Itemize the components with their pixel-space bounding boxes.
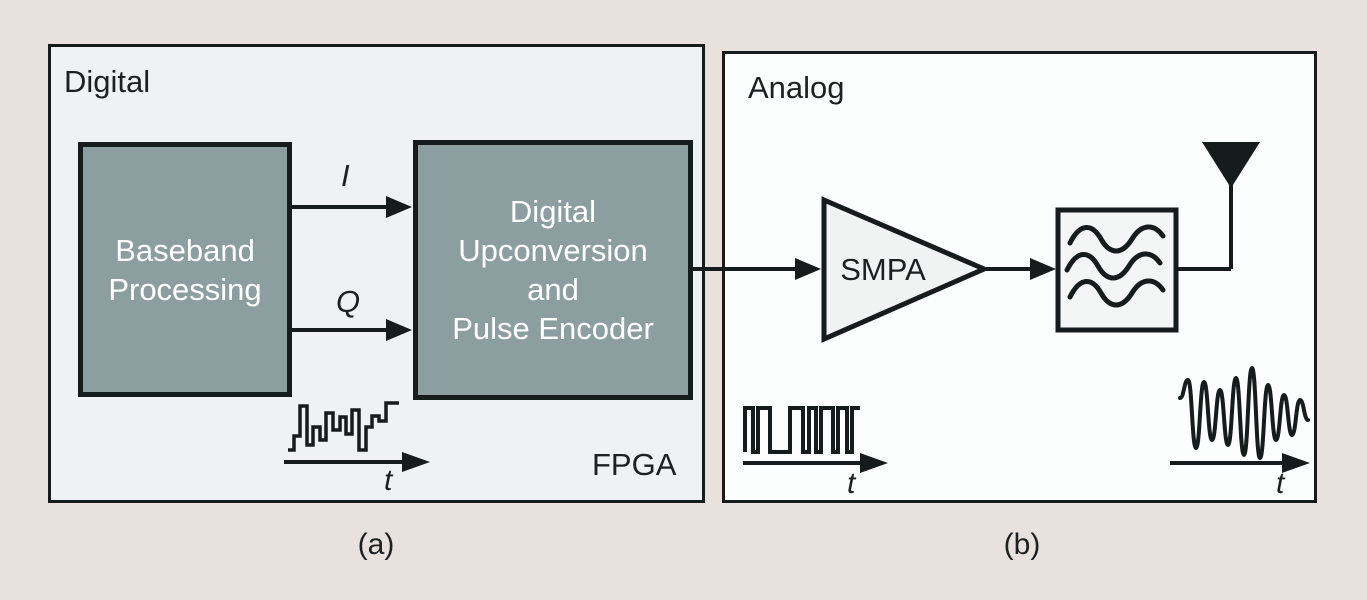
fpga-label: FPGA [592, 447, 677, 482]
upconverter-block-line4: Pulse Encoder [452, 311, 654, 346]
q-signal-label: Q [336, 284, 361, 319]
baseband-processing-block: Baseband Processing [78, 142, 292, 397]
upconverter-block-line2: Upconversion [458, 233, 648, 268]
caption-a: (a) [357, 528, 395, 561]
analog-panel [722, 51, 1317, 503]
baseband-block-line1: Baseband [115, 232, 255, 268]
upconverter-block-line3: and [527, 272, 579, 307]
digital-panel-label: Digital [64, 64, 151, 99]
rf-time-label: t [1276, 467, 1285, 500]
digital-upconversion-block: Digital Upconversion and Pulse Encoder [413, 140, 693, 400]
digital-time-label: t [384, 464, 393, 497]
baseband-block-line2: Processing [108, 271, 262, 307]
pulse-time-label: t [847, 467, 856, 500]
i-signal-label: I [341, 158, 350, 193]
smpa-label: SMPA [840, 252, 926, 287]
upconverter-block-line1: Digital [509, 194, 597, 229]
caption-b: (b) [1003, 528, 1041, 561]
analog-panel-label: Analog [748, 70, 845, 105]
